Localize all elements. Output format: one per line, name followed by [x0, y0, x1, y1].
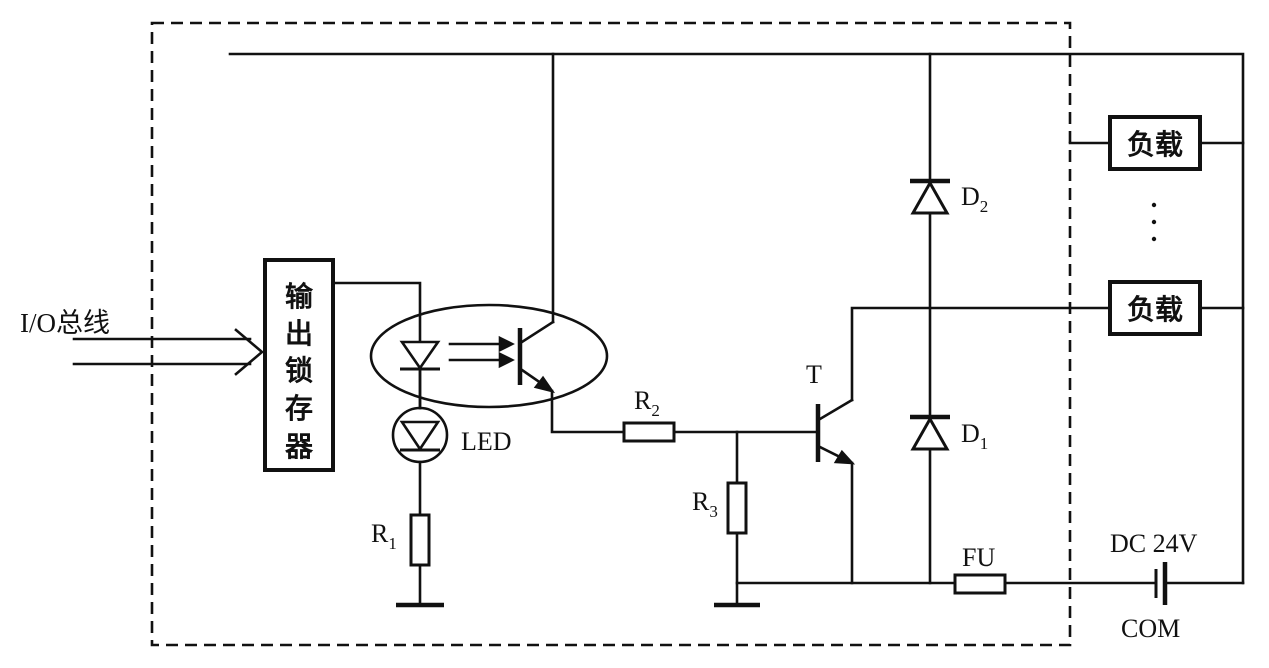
fuse-label: FU	[962, 543, 995, 572]
r2-label: R2	[634, 386, 660, 420]
top-rail-wire	[228, 52, 1245, 585]
opto-light-arrows	[448, 335, 515, 369]
r3-resistor	[726, 481, 748, 535]
supply-label: DC 24V	[1110, 529, 1198, 558]
opto-phototransistor	[517, 320, 556, 394]
diode-d1	[910, 414, 950, 451]
io-bus-label: I/O总线	[20, 308, 110, 338]
d1-label: D1	[961, 419, 988, 453]
load-top-label: 负载	[1127, 128, 1183, 161]
latch-char-2: 出	[285, 317, 313, 350]
led-label: LED	[461, 427, 512, 456]
load-ellipsis	[1151, 202, 1157, 242]
latch-char-4: 存	[285, 392, 313, 425]
r2-resistor	[622, 421, 676, 443]
load-bottom-label: 负载	[1127, 293, 1183, 326]
optocoupler-outline	[369, 303, 609, 409]
t-collector-wire	[850, 306, 1112, 402]
transistor-t	[815, 398, 856, 465]
emitter-to-r2-wire	[550, 389, 626, 434]
led-indicator	[391, 367, 449, 517]
latch-char-5: 器	[284, 430, 314, 463]
diode-d2	[910, 178, 950, 215]
output-latch-box	[263, 258, 335, 472]
r1-label: R1	[371, 519, 397, 553]
module-boundary	[150, 21, 1072, 647]
dc-source	[1154, 562, 1168, 605]
latch-char-3: 锁	[285, 354, 313, 387]
d2-label: D2	[961, 182, 988, 216]
r1-resistor	[409, 513, 431, 567]
latch-char-1: 输	[285, 280, 314, 313]
fuse-fu	[953, 573, 1007, 595]
r3-label: R3	[692, 487, 718, 521]
io-bus-arrow	[72, 328, 265, 376]
com-label: COM	[1121, 614, 1180, 643]
opto-led-diode	[399, 340, 441, 371]
transistor-label: T	[806, 360, 822, 389]
